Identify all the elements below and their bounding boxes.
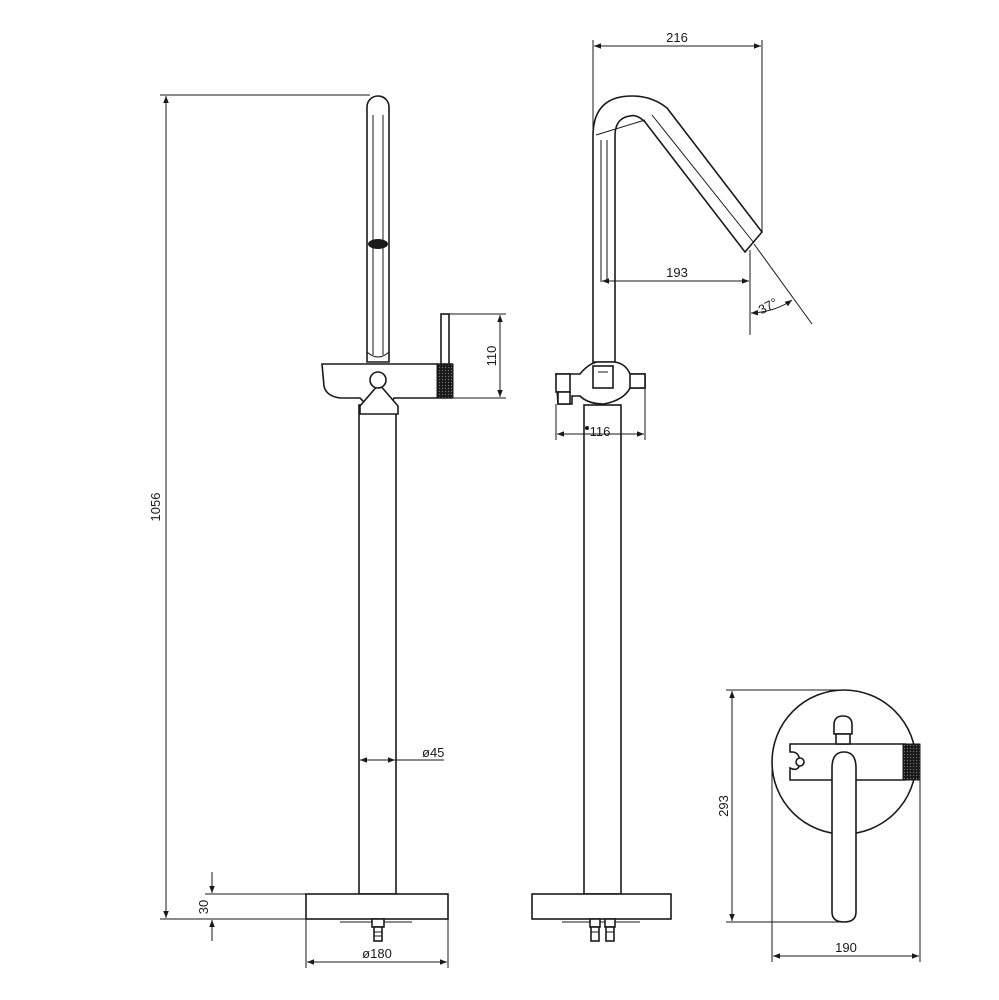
front-base xyxy=(305,893,449,920)
dim-base-thickness: 30 xyxy=(196,900,211,914)
dim-plate-height: 293 xyxy=(716,795,731,817)
dim-handle-height: 110 xyxy=(484,346,499,367)
top-knurled-grip xyxy=(902,743,921,781)
diverter-knob xyxy=(369,371,387,389)
top-dimensions: 293 190 xyxy=(716,689,921,962)
top-lever xyxy=(831,751,857,923)
front-view xyxy=(305,95,454,942)
dim-base-diameter: ø180 xyxy=(362,946,392,961)
side-view xyxy=(531,95,764,942)
dim-total-height: 1056 xyxy=(148,493,163,522)
dim-plate-width: 190 xyxy=(835,940,857,955)
knurled-grip xyxy=(436,363,454,399)
hand-shower-outlet xyxy=(368,239,388,249)
side-base xyxy=(531,893,672,920)
dim-body-depth: 116 xyxy=(590,424,611,439)
front-dimensions: 1056 30 ø180 ø45 110 xyxy=(148,94,506,968)
top-view xyxy=(771,689,921,923)
lever-handle xyxy=(440,313,450,365)
dim-column-diameter: ø45 xyxy=(422,745,444,760)
dim-spout-reach: 216 xyxy=(666,30,688,45)
dim-spout-outlet: 193 xyxy=(666,265,688,280)
dim-spout-angle: 37° xyxy=(756,295,780,317)
